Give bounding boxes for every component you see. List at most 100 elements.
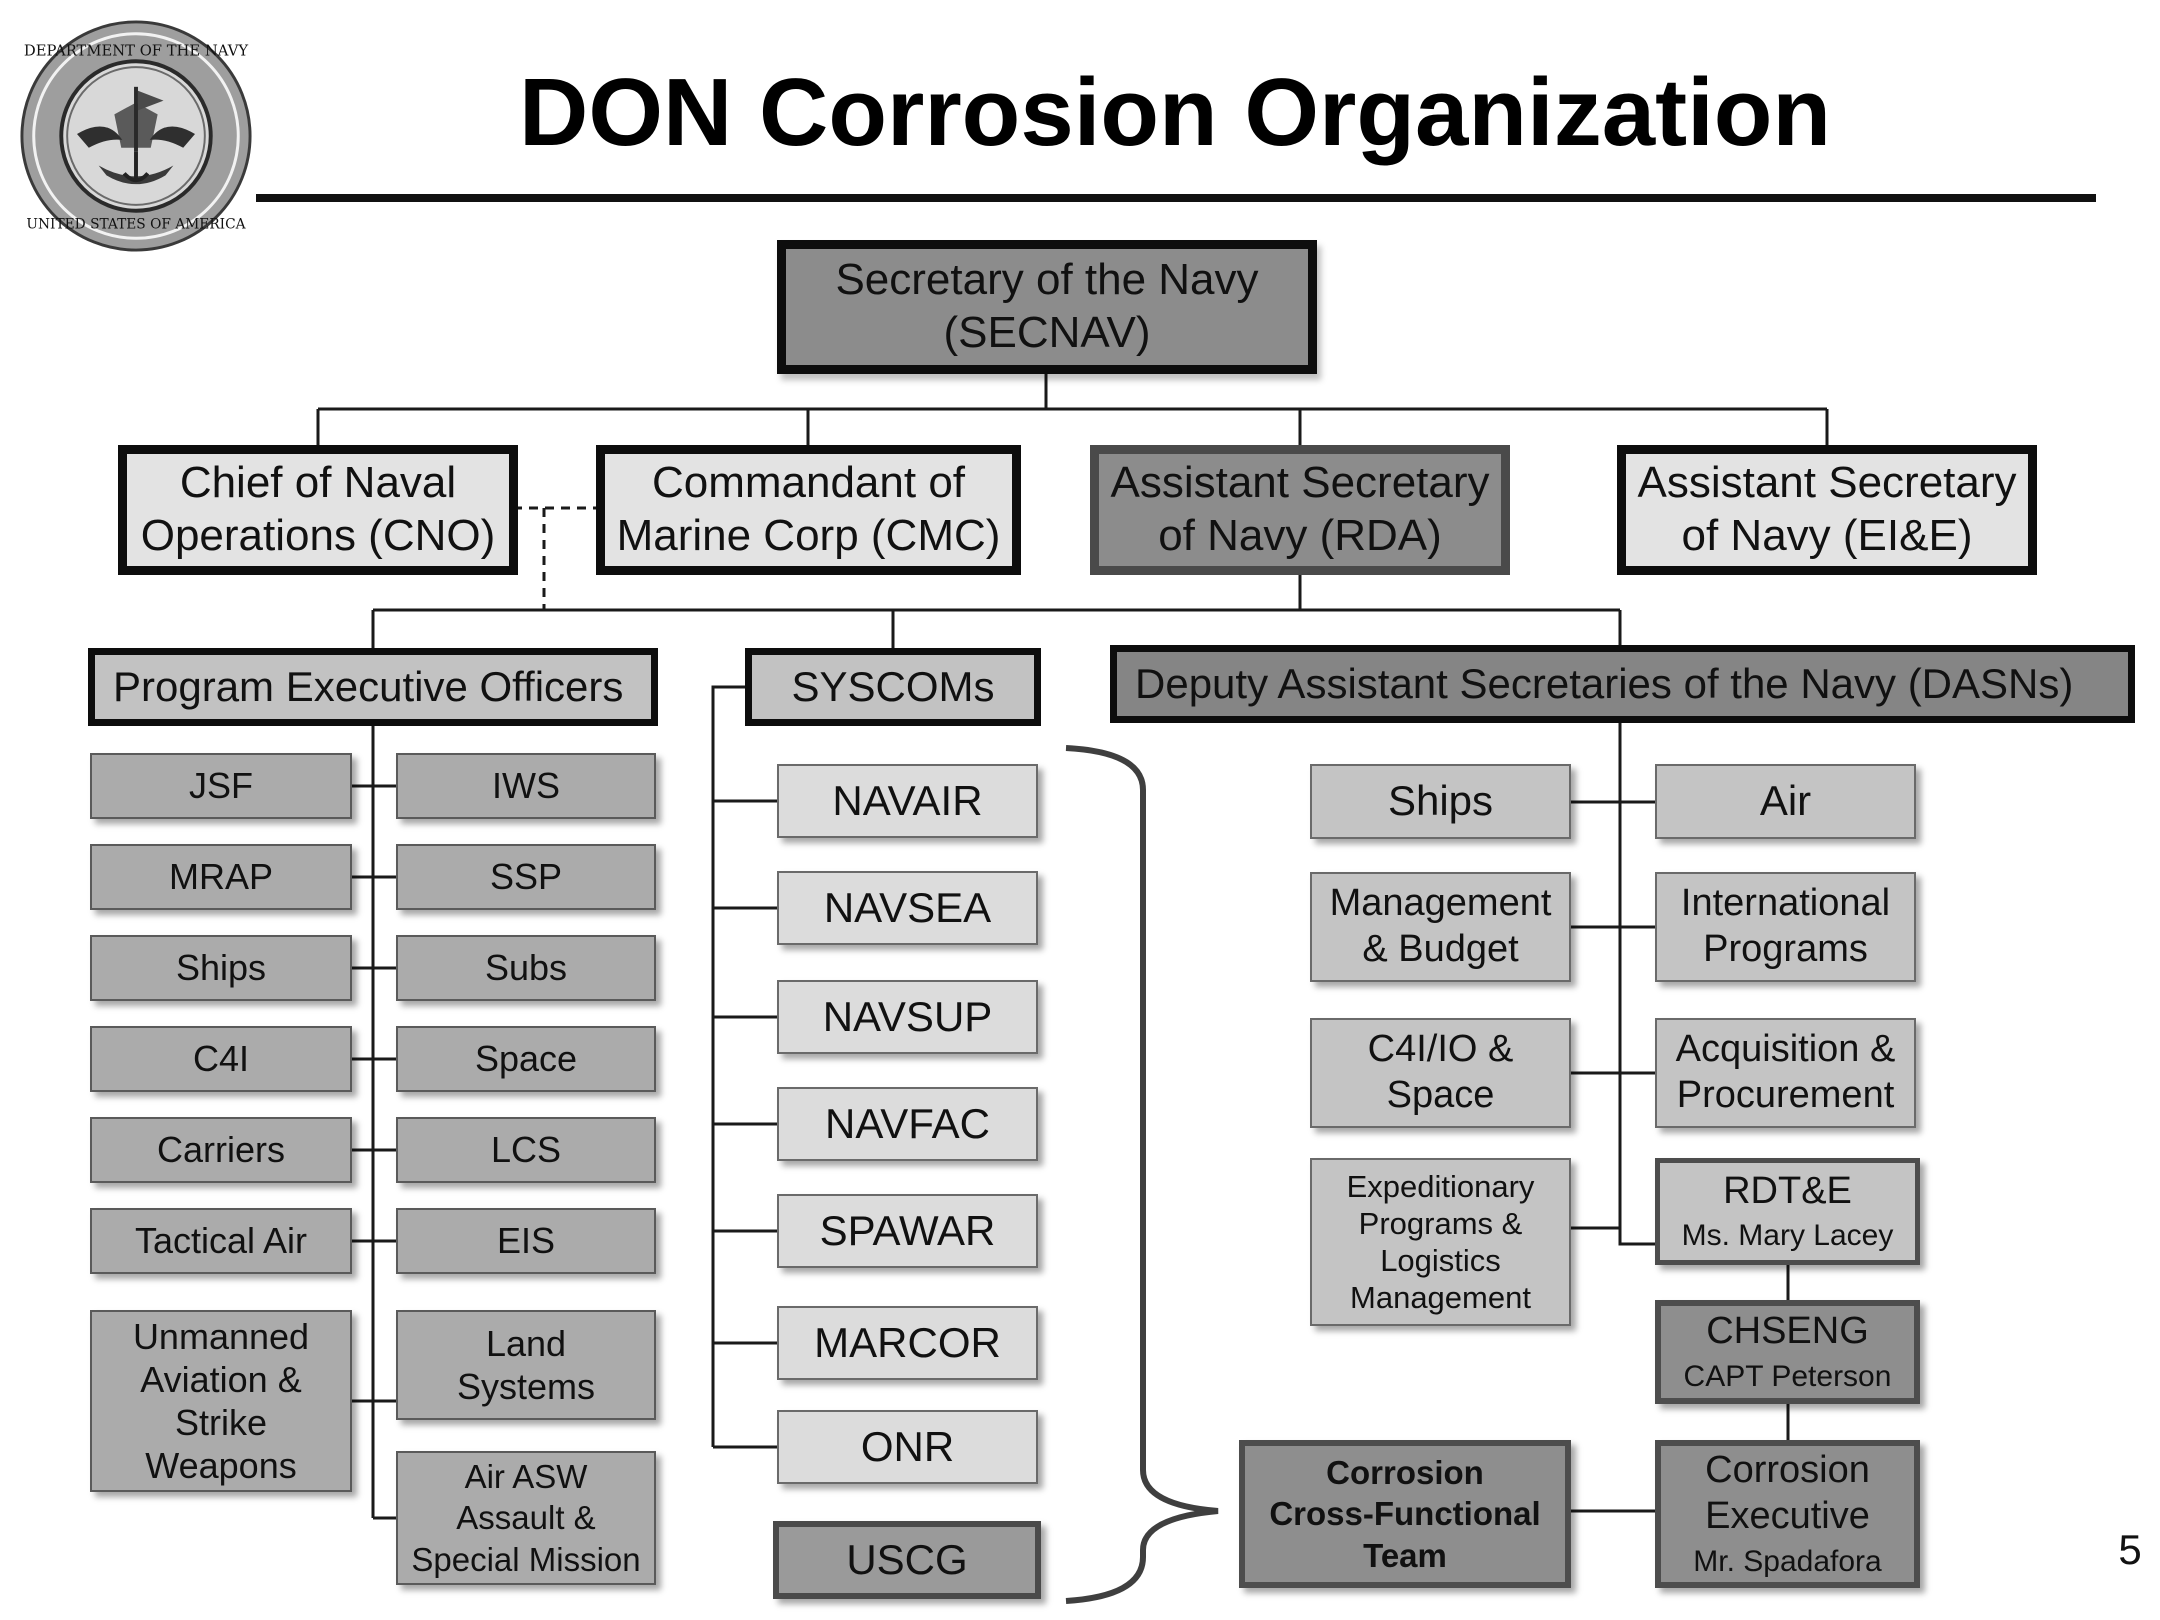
- cno-line1: Chief of Naval: [179, 458, 457, 508]
- syscom-navfac-box: NAVFAC: [777, 1087, 1038, 1161]
- secnav-title: Secretary of the Navy: [835, 255, 1259, 305]
- connector-cno-cmc-dashed: [513, 506, 596, 610]
- secnav-box: Secretary of the Navy (SECNAV): [777, 240, 1317, 374]
- syscom-label: USCG: [846, 1535, 968, 1583]
- peo-label: Systems: [456, 1366, 596, 1407]
- connector-peo-rows: [352, 784, 396, 1520]
- peo-land-systems-box: Land Systems: [396, 1310, 656, 1420]
- syscom-onr-box: ONR: [777, 1410, 1038, 1484]
- syscom-label: MARCOR: [814, 1318, 1001, 1366]
- corrosion-executive-line2: Executive: [1705, 1495, 1870, 1537]
- rdte-person: Ms. Mary Lacey: [1681, 1219, 1894, 1253]
- seal-text: UNITED STATES OF AMERICA: [26, 216, 246, 232]
- syscom-label: NAVAIR: [832, 776, 983, 824]
- syscoms-header-label: SYSCOMs: [791, 662, 995, 710]
- peo-c4i-box: C4I: [90, 1026, 352, 1092]
- page-title: DON Corrosion Organization: [518, 59, 1832, 166]
- peo-label: Unmanned: [132, 1315, 310, 1357]
- dasn-label: Logistics: [1380, 1243, 1501, 1278]
- peo-jsf-box: JSF: [90, 753, 352, 819]
- cmc-line2: Marine Corp (CMC): [616, 511, 1001, 560]
- connector-rda: [371, 570, 1622, 648]
- connector-syscom-spine: [711, 685, 745, 1447]
- asn-rda-box: Assistant Secretary of Navy (RDA): [1090, 445, 1510, 575]
- dasn-label: Programs &: [1358, 1205, 1523, 1241]
- bracket-syscoms: [1065, 745, 1219, 1604]
- dasns-header: Deputy Assistant Secretaries of the Navy…: [1110, 645, 2135, 723]
- peo-eis-box: EIS: [396, 1208, 656, 1274]
- seal-text: DEPARTMENT OF THE NAVY: [24, 42, 248, 59]
- syscom-label: NAVSUP: [822, 992, 993, 1040]
- peo-label: Aviation &: [140, 1358, 302, 1400]
- asn-rda-line1: Assistant Secretary: [1110, 458, 1490, 508]
- peo-label: Strike: [174, 1402, 268, 1443]
- peo-label: Space: [474, 1038, 578, 1080]
- peo-label: Special Mission: [411, 1540, 641, 1578]
- peo-subs-box: Subs: [396, 935, 656, 1001]
- syscom-navair-box: NAVAIR: [777, 764, 1038, 838]
- dasn-label: Programs: [1703, 928, 1868, 970]
- syscom-marcor-box: MARCOR: [777, 1306, 1038, 1380]
- dasn-acquisition-procurement-box: Acquisition & Procurement: [1655, 1018, 1916, 1128]
- peo-unmanned-aviation-box: Unmanned Aviation & Strike Weapons: [90, 1310, 352, 1492]
- dasn-expeditionary-programs-box: Expeditionary Programs & Logistics Manag…: [1310, 1158, 1571, 1326]
- dasn-rdte-box: RDT&E Ms. Mary Lacey: [1655, 1158, 1920, 1265]
- syscoms-header: SYSCOMs: [745, 648, 1041, 726]
- peo-lcs-box: LCS: [396, 1117, 656, 1183]
- dasn-label: Expeditionary: [1346, 1168, 1535, 1204]
- syscom-navsup-box: NAVSUP: [777, 980, 1038, 1054]
- navy-seal-icon: DEPARTMENT OF THE NAVY UNITED STATES OF …: [20, 20, 252, 252]
- corrosion-executive-box: Corrosion Executive Mr. Spadafora: [1655, 1440, 1920, 1588]
- connector-dasn-spine: [1618, 723, 1655, 1246]
- peo-label: SSP: [489, 856, 563, 898]
- dasn-ships-box: Ships: [1310, 764, 1571, 839]
- dasn-label: & Budget: [1362, 928, 1519, 970]
- peo-label: C4I: [192, 1038, 250, 1080]
- cmc-line1: Commandant of: [651, 458, 966, 508]
- asn-eie-line2: of Navy (EI&E): [1681, 511, 1973, 560]
- syscom-label: ONR: [860, 1422, 955, 1470]
- dasn-label: Management: [1329, 882, 1552, 925]
- title-divider: [256, 194, 2096, 202]
- dasn-label: Ships: [1387, 777, 1494, 825]
- peo-ships-box: Ships: [90, 935, 352, 1001]
- syscom-label: NAVFAC: [825, 1099, 990, 1147]
- ccft-line2: Cross-Functional: [1269, 1495, 1541, 1533]
- peo-label: Subs: [484, 947, 568, 989]
- ccft-line3: Team: [1363, 1536, 1447, 1574]
- peo-space-box: Space: [396, 1026, 656, 1092]
- peo-label: Assault &: [456, 1499, 596, 1537]
- peo-label: JSF: [188, 765, 253, 807]
- asn-eie-line1: Assistant Secretary: [1637, 458, 2017, 508]
- peo-label: IWS: [492, 765, 560, 807]
- asn-eie-box: Assistant Secretary of Navy (EI&E): [1617, 445, 2037, 575]
- peo-tactical-air-box: Tactical Air: [90, 1208, 352, 1274]
- dasn-c4i-io-space-box: C4I/IO & Space: [1310, 1018, 1571, 1128]
- rdte-title: RDT&E: [1723, 1169, 1852, 1212]
- peo-label: MRAP: [168, 856, 273, 898]
- peo-ssp-box: SSP: [396, 844, 656, 910]
- peo-label: Weapons: [145, 1445, 297, 1487]
- chseng-person: CAPT Peterson: [1683, 1359, 1892, 1393]
- dasn-label: C4I/IO &: [1367, 1028, 1514, 1071]
- peo-label: EIS: [496, 1220, 556, 1262]
- peo-header: Program Executive Officers: [88, 648, 658, 726]
- page-number: 5: [2118, 1526, 2142, 1573]
- dasn-management-budget-box: Management & Budget: [1310, 872, 1571, 982]
- peo-carriers-box: Carriers: [90, 1117, 352, 1183]
- ccft-line1: Corrosion: [1326, 1454, 1484, 1492]
- corrosion-cross-functional-team-box: Corrosion Cross-Functional Team: [1239, 1440, 1571, 1588]
- cno-line2: Operations (CNO): [140, 511, 496, 560]
- cno-box: Chief of Naval Operations (CNO): [118, 445, 518, 575]
- connector-secnav: [316, 374, 1829, 445]
- cmc-box: Commandant of Marine Corp (CMC): [596, 445, 1021, 575]
- chseng-box: CHSENG CAPT Peterson: [1655, 1300, 1920, 1404]
- peo-label: Land: [485, 1322, 567, 1364]
- dasn-air-box: Air: [1655, 764, 1916, 839]
- asn-rda-line2: of Navy (RDA): [1158, 511, 1442, 560]
- peo-label: Carriers: [156, 1129, 285, 1171]
- connector-syscom-rows: [713, 799, 777, 1449]
- syscom-label: SPAWAR: [819, 1206, 996, 1254]
- syscom-spawar-box: SPAWAR: [777, 1194, 1038, 1268]
- dasn-label: Acquisition &: [1675, 1028, 1896, 1071]
